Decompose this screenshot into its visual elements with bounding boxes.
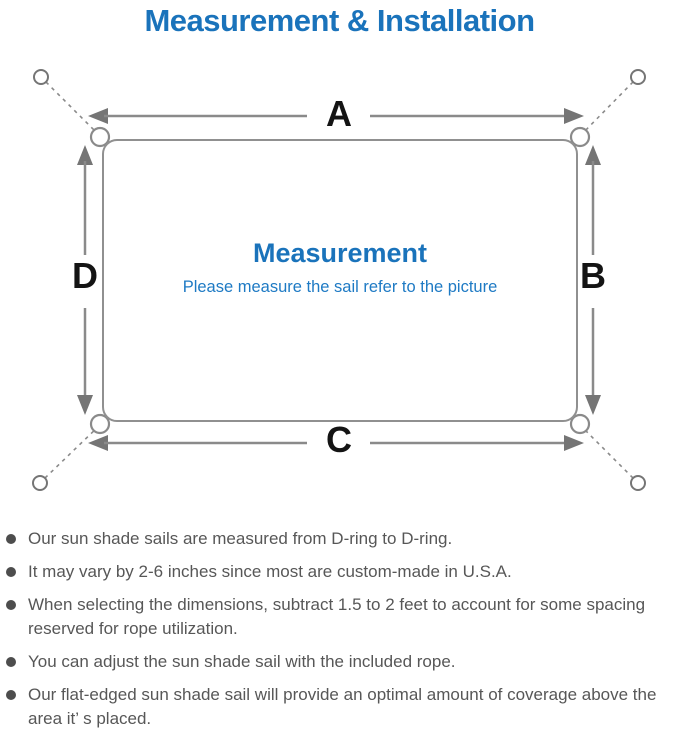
dim-label-c: C	[326, 419, 352, 460]
arrowhead-b-top	[585, 145, 601, 165]
d-ring-bottom-right	[569, 413, 591, 435]
arrowhead-d-bottom	[77, 395, 93, 415]
measurement-heading: Measurement	[252, 238, 428, 268]
anchor-point-bottom-left	[32, 475, 48, 491]
arrowhead-c-right	[564, 435, 584, 451]
note-item: Our flat-edged sun shade sail will provi…	[6, 683, 668, 731]
bullet-icon	[6, 657, 16, 667]
note-item: Our sun shade sails are measured from D-…	[6, 527, 668, 551]
dim-label-b: B	[580, 255, 606, 296]
sail-rectangle	[102, 139, 578, 422]
arrowhead-a-right	[564, 108, 584, 124]
rope-dashed-line-top-right	[578, 81, 634, 138]
rope-dashed-lines	[44, 81, 634, 479]
note-text: Our sun shade sails are measured from D-…	[28, 529, 453, 548]
note-item: It may vary by 2-6 inches since most are…	[6, 560, 668, 584]
measure-line-a	[88, 108, 584, 124]
bullet-icon	[6, 690, 16, 700]
bullet-icon	[6, 534, 16, 544]
rope-dashed-line-bottom-left	[44, 423, 102, 479]
arrowhead-c-left	[88, 435, 108, 451]
d-ring-top-left	[89, 126, 111, 148]
notes-list: Our sun shade sails are measured from D-…	[6, 527, 668, 739]
anchor-points	[32, 69, 646, 491]
measure-line-b	[585, 145, 601, 415]
measurement-subtitle: Please measure the sail refer to the pic…	[182, 278, 498, 296]
d-ring-top-right	[569, 126, 591, 148]
arrowhead-a-left	[88, 108, 108, 124]
bullet-icon	[6, 600, 16, 610]
arrowhead-d-top	[77, 145, 93, 165]
dim-label-d: D	[72, 255, 98, 296]
bullet-icon	[6, 567, 16, 577]
anchor-point-bottom-right	[630, 475, 646, 491]
measure-line-d	[77, 145, 93, 415]
note-text: When selecting the dimensions, subtract …	[28, 595, 646, 638]
rope-dashed-line-bottom-right	[578, 423, 634, 479]
rope-dashed-line-top-left	[45, 81, 102, 138]
measure-line-c	[88, 435, 584, 451]
corner-d-rings	[89, 126, 591, 435]
d-ring-bottom-left	[89, 413, 111, 435]
note-text: You can adjust the sun shade sail with t…	[28, 652, 456, 671]
note-item: You can adjust the sun shade sail with t…	[6, 650, 668, 674]
note-text: It may vary by 2-6 inches since most are…	[28, 562, 512, 581]
sail-center-text: Measurement Please measure the sail refe…	[103, 238, 577, 297]
anchor-point-top-right	[630, 69, 646, 85]
anchor-point-top-left	[33, 69, 49, 85]
arrowhead-b-bottom	[585, 395, 601, 415]
page-title: Measurement & Installation	[144, 3, 535, 38]
note-text: Our flat-edged sun shade sail will provi…	[28, 685, 657, 728]
dim-label-a: A	[326, 93, 352, 134]
note-item: When selecting the dimensions, subtract …	[6, 593, 668, 641]
